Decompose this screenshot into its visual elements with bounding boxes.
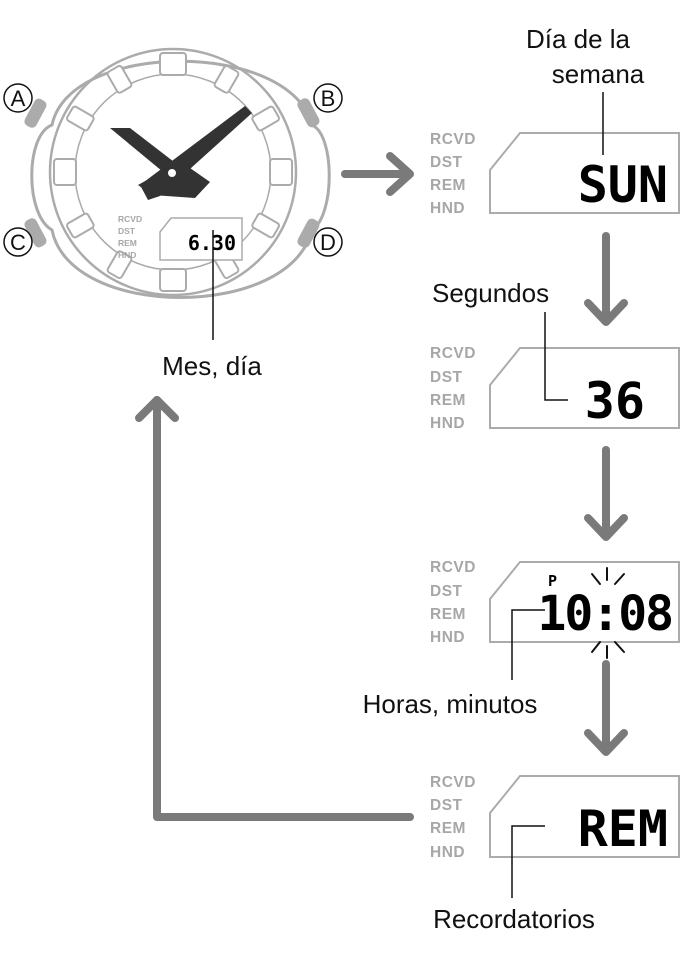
lcd-frame [489,132,680,214]
svg-text:REM: REM [430,820,466,837]
svg-text:RCVD: RCVD [430,559,476,576]
hour-markers [53,52,293,292]
button-a[interactable] [23,97,49,130]
button-d-label: D [313,227,343,257]
callout-line [511,609,545,680]
svg-text:REM: REM [118,238,137,248]
watch-digital-window: RCVD DST REM HND 6.30 [118,214,243,261]
button-b[interactable] [296,96,322,129]
svg-text:RCVD: RCVD [430,774,476,791]
svg-text:DST: DST [430,369,463,386]
svg-text:REM: REM [430,392,466,409]
lcd-value: 10:08 [538,586,673,642]
svg-text:DST: DST [430,583,463,600]
arrow-down-1 [584,232,628,326]
lcd-value: REM [578,800,668,858]
label-line-1: Día de la [526,24,631,54]
svg-text:DST: DST [118,226,136,236]
watch-display-value: 6.30 [188,231,236,255]
watch-hands [110,106,252,200]
pm-marker: P [548,572,557,590]
screen-reminders: RCVD DST REM HND REM Recordatorios [430,774,680,934]
button-c[interactable] [23,216,49,249]
watch-illustration: A B C D RCVD DST REM HND 6.30 [3,47,343,381]
screen-seconds: RCVD DST REM HND 36 Segundos [430,278,680,432]
label-line-1: Recordatorios [433,904,595,934]
svg-text:HND: HND [430,844,465,861]
svg-text:HND: HND [430,415,465,432]
watch-bezel [48,47,298,297]
svg-text:HND: HND [118,250,136,260]
svg-text:DST: DST [430,797,463,814]
label-line-2: semana [552,59,645,89]
svg-text:DST: DST [430,154,463,171]
svg-text:REM: REM [430,177,466,194]
svg-text:REM: REM [430,606,466,623]
svg-text:A: A [11,86,26,111]
svg-text:C: C [10,230,26,255]
button-a-label: A [3,83,33,113]
flow-arrows [135,152,628,821]
arrow-down-2 [584,446,628,541]
svg-text:RCVD: RCVD [118,214,142,224]
screen-day-of-week: RCVD DST REM HND SUN Día de la semana [430,24,680,217]
screen-hours-minutes: RCVD DST REM HND P 10:08 Horas, minutos [363,559,680,719]
svg-text:HND: HND [430,200,465,217]
svg-text:RCVD: RCVD [430,131,476,148]
arrow-return [135,396,414,821]
arrow-down-3 [584,660,628,756]
watch-label: Mes, día [162,351,262,381]
arrow-right [341,152,414,196]
button-c-label: C [3,227,33,257]
callout-line [511,825,545,898]
lcd-frame [489,775,680,858]
svg-text:HND: HND [430,629,465,646]
label-line-1: Segundos [432,278,549,308]
blink-marks [591,567,625,659]
lcd-frame [489,561,680,643]
svg-text:B: B [321,86,336,111]
lcd-value: 36 [585,372,645,430]
svg-text:RCVD: RCVD [430,345,476,362]
label-line-1: Horas, minutos [363,689,538,719]
svg-text:D: D [320,230,336,255]
button-b-label: B [313,83,343,113]
lcd-value: SUN [578,156,668,214]
button-d[interactable] [296,217,322,250]
lcd-frame [489,347,680,429]
callout-line [544,312,568,401]
